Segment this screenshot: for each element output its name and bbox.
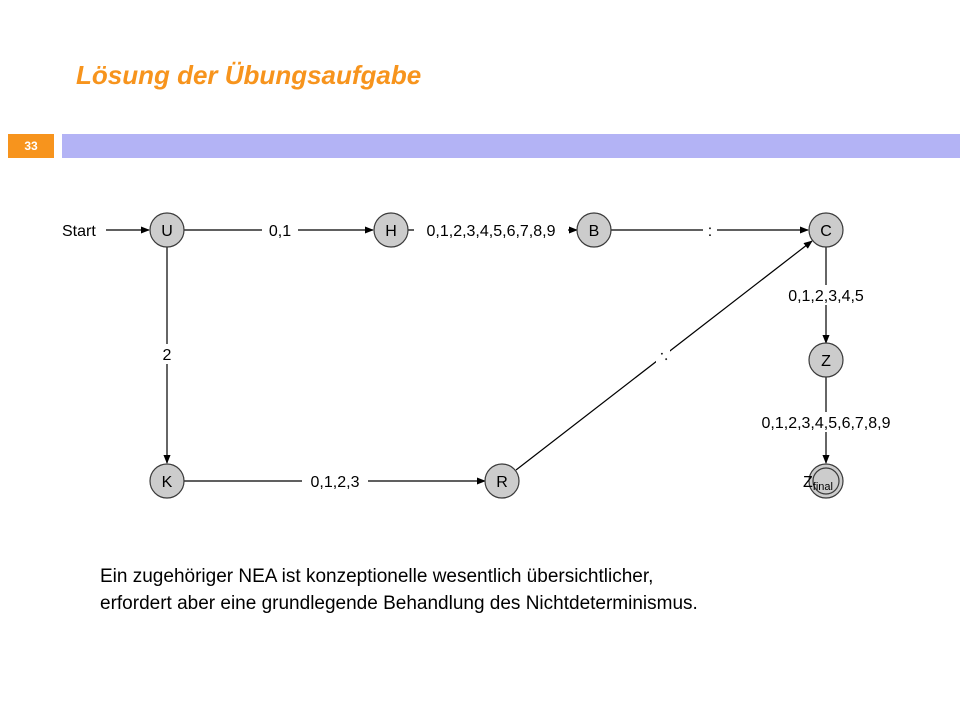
state-k: K bbox=[149, 463, 185, 499]
state-h-label: H bbox=[385, 223, 397, 240]
state-c: C bbox=[808, 212, 844, 248]
edge-label-u-k: 2 bbox=[163, 347, 172, 364]
caption-line-2: erfordert aber eine grundlegende Behandl… bbox=[100, 593, 698, 614]
state-b: B bbox=[576, 212, 612, 248]
state-z-label: Z bbox=[821, 353, 831, 370]
page-number-badge: 33 bbox=[8, 134, 54, 158]
state-r-label: R bbox=[496, 474, 508, 491]
start-label: Start bbox=[62, 223, 96, 240]
edge-label-b-c: : bbox=[708, 223, 712, 240]
state-r: R bbox=[484, 463, 520, 499]
state-zfinal-label: Zfinal bbox=[803, 474, 833, 493]
edge-label-u-h: 0,1 bbox=[269, 223, 291, 240]
state-zfinal-main: Z bbox=[803, 474, 813, 491]
state-k-label: K bbox=[162, 474, 173, 491]
slide-title: Lösung der Übungsaufgabe bbox=[76, 60, 422, 90]
state-zfinal-subscript: final bbox=[813, 481, 833, 493]
edge-label-k-r: 0,1,2,3 bbox=[311, 474, 360, 491]
state-b-label: B bbox=[589, 223, 600, 240]
caption-text: Ein zugehöriger NEA ist konzeptionelle w… bbox=[100, 563, 860, 617]
edge-label-z-zfinal: 0,1,2,3,4,5,6,7,8,9 bbox=[762, 415, 891, 432]
state-h: H bbox=[373, 212, 409, 248]
edge-label-h-b: 0,1,2,3,4,5,6,7,8,9 bbox=[427, 223, 556, 240]
state-zfinal-accepting: Zfinal bbox=[803, 463, 844, 499]
header-bar bbox=[62, 134, 960, 158]
edge-label-c-z: 0,1,2,3,4,5 bbox=[788, 288, 864, 305]
state-c-label: C bbox=[820, 223, 832, 240]
caption-line-1: Ein zugehöriger NEA ist konzeptionelle w… bbox=[100, 566, 654, 587]
state-z: Z bbox=[808, 342, 844, 378]
state-u: U bbox=[149, 212, 185, 248]
state-u-label: U bbox=[161, 223, 173, 240]
